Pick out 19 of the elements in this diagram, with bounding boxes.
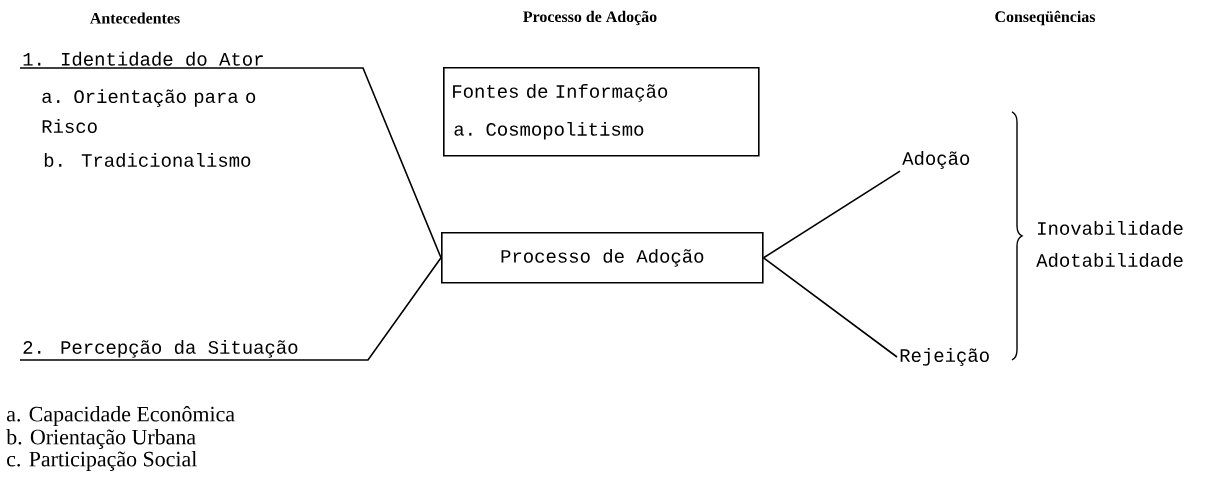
list-item: a. Capacidade Econômica xyxy=(7,406,235,426)
node-text: Adoção xyxy=(902,151,970,169)
column-heading: Antecedentes xyxy=(90,12,180,24)
node-text: 1. Identidade do Ator xyxy=(23,51,263,66)
node-text: Rejeição xyxy=(900,348,989,366)
column-heading: Conseqüências xyxy=(995,10,1096,26)
connector-line xyxy=(762,170,901,259)
list-item: b. Orientação Urbana xyxy=(6,429,196,449)
node-text: 2. Percepção da Situação xyxy=(23,339,298,358)
connector-line xyxy=(19,67,442,259)
text-box: Fontes de Informação a. Cosmopolitismo xyxy=(443,67,760,157)
list-item: c. Participação Social xyxy=(7,451,197,471)
connector-line xyxy=(762,257,898,358)
list-item: b. Tradicionalismo xyxy=(44,153,251,167)
connector-line xyxy=(19,257,442,361)
bracket-label: Adotabilidade xyxy=(1036,253,1183,267)
column-heading: Processo de Adoção xyxy=(523,10,657,26)
bracket-label: Inovabilidade xyxy=(1038,221,1183,235)
text-box: Processo de Adoção xyxy=(441,232,764,284)
